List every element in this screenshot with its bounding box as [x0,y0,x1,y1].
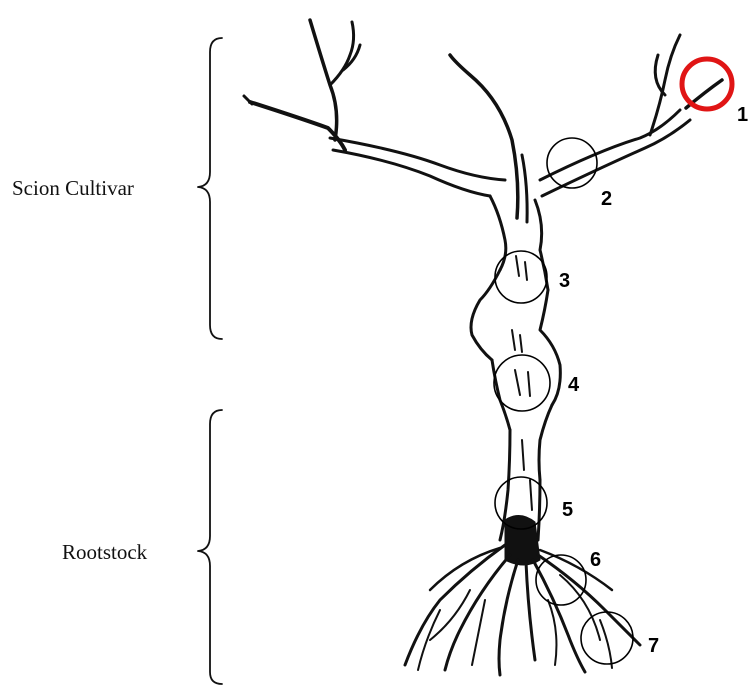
marker-4-label: 4 [568,374,580,396]
marker-3-label: 3 [559,270,570,292]
rootstock-label: Rootstock [62,540,148,564]
scion-brace [198,38,222,339]
marker-1-label: 1 [737,104,748,126]
vine-illustration [244,20,722,675]
scion-label: Scion Cultivar [12,176,134,200]
marker-1-circle [682,59,732,109]
marker-5-label: 5 [562,499,573,521]
marker-7-label: 7 [648,635,659,657]
marker-6-label: 6 [590,549,601,571]
marker-4-circle [494,355,550,411]
rootstock-brace [198,410,222,684]
marker-3-circle [495,251,547,303]
marker-2-label: 2 [601,188,612,210]
